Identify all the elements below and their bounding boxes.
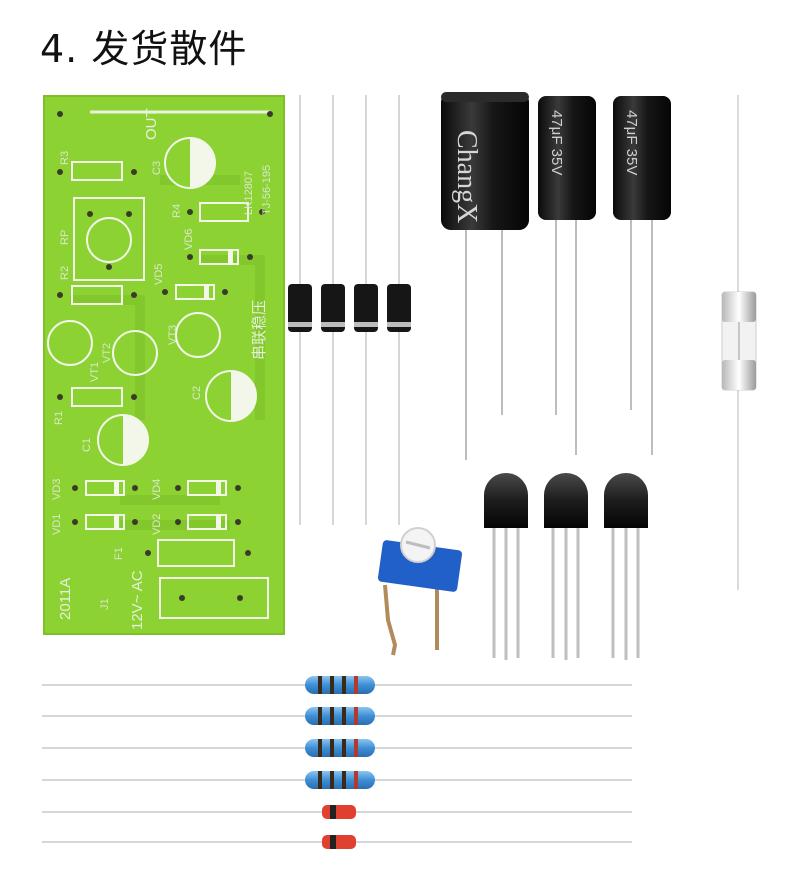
capacitor-small-1: 47μF 35V: [538, 96, 596, 455]
label-rp: RP: [59, 230, 71, 245]
label-c3: C3: [151, 161, 163, 175]
label-vt3: VT3: [167, 325, 179, 345]
label-vd2: VD2: [151, 514, 163, 535]
label-vd3: VD3: [51, 479, 63, 500]
capacitor-large: ChangX: [441, 92, 529, 460]
capacitor-small-2: 47μF 35V: [613, 96, 671, 455]
label-vd1: VD1: [51, 514, 63, 535]
capacitor-small-1-label: 47μF 35V: [548, 110, 565, 175]
fuse: [721, 95, 757, 590]
label-model: LK12807: [243, 171, 255, 215]
zener-diodes: [322, 805, 356, 849]
label-code: TJ-56-195: [261, 165, 273, 215]
label-r1: R1: [53, 411, 65, 425]
capacitor-brand: ChangX: [451, 130, 482, 223]
label-year: 2011A: [57, 578, 74, 620]
label-vd5: VD5: [153, 264, 165, 285]
page-title: 4. 发货散件: [40, 27, 248, 71]
capacitor-small-2-label: 47μF 35V: [623, 110, 640, 175]
label-vt2: VT2: [101, 343, 113, 363]
label-vt1: VT1: [89, 362, 101, 382]
label-r2: R2: [59, 266, 71, 280]
label-c1: C1: [81, 438, 93, 452]
label-r4: R4: [171, 204, 183, 218]
label-vd4: VD4: [151, 479, 163, 500]
label-r3: R3: [59, 151, 71, 165]
label-out: OUT: [143, 108, 160, 140]
label-f1: F1: [113, 547, 125, 560]
transistors: [484, 473, 648, 660]
resistor-bodies: [305, 676, 375, 789]
trimmer-potentiometer: [377, 527, 463, 656]
diodes: [299, 95, 400, 525]
label-vd6: VD6: [183, 229, 195, 250]
label-ac: 12V~ AC: [129, 570, 146, 630]
label-c2: C2: [191, 386, 203, 400]
diode-bodies: [288, 284, 411, 332]
label-name: 串联稳压: [250, 300, 268, 360]
pcb-board: R3 C3 R4 RP VD6 R2 VD5 VT3 VT2 VT1 C2 R1…: [43, 95, 285, 635]
label-j1: J1: [99, 598, 111, 610]
